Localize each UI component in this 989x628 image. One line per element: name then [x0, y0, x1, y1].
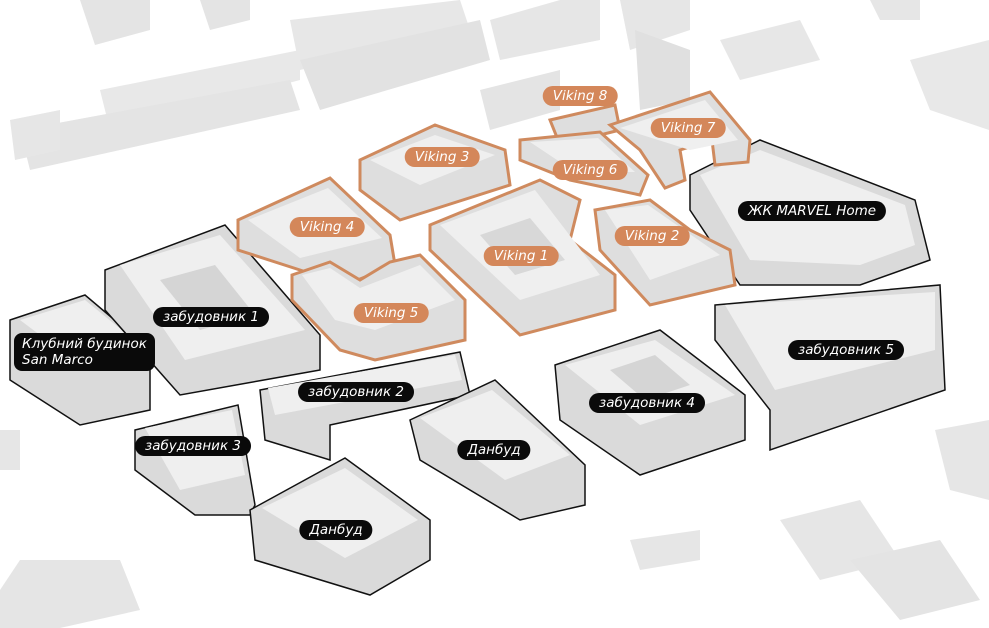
- label-viking-3[interactable]: Viking 3: [404, 147, 480, 167]
- label-viking-4[interactable]: Viking 4: [289, 217, 365, 237]
- label-developer-3[interactable]: забудовник 3: [135, 436, 251, 456]
- label-club-san-marco[interactable]: Клубний будинок San Marco: [14, 333, 155, 371]
- context-building: [720, 20, 820, 80]
- label-developer-4[interactable]: забудовник 4: [589, 393, 705, 413]
- context-building: [0, 560, 140, 628]
- context-building: [10, 110, 60, 160]
- label-developer-1[interactable]: забудовник 1: [153, 307, 269, 327]
- label-danbud-a[interactable]: Данбуд: [457, 440, 531, 460]
- label-developer-2[interactable]: забудовник 2: [298, 382, 414, 402]
- context-building: [20, 80, 300, 170]
- context-building: [635, 30, 690, 110]
- label-viking-5[interactable]: Viking 5: [353, 303, 429, 323]
- context-building: [480, 70, 560, 130]
- label-viking-7[interactable]: Viking 7: [650, 118, 726, 138]
- label-marvel-home[interactable]: ЖК MARVEL Home: [737, 201, 887, 221]
- context-building: [910, 40, 989, 130]
- context-building: [870, 0, 920, 20]
- label-viking-6[interactable]: Viking 6: [552, 160, 628, 180]
- building-top: [420, 390, 570, 480]
- context-building: [935, 420, 989, 500]
- label-viking-8[interactable]: Viking 8: [542, 86, 618, 106]
- context-building: [200, 0, 250, 30]
- context-building: [490, 0, 600, 60]
- building-courtyard: [610, 355, 690, 400]
- label-viking-2[interactable]: Viking 2: [614, 226, 690, 246]
- context-building: [80, 0, 150, 45]
- context-building: [850, 540, 980, 620]
- context-building: [300, 20, 490, 110]
- label-danbud-b[interactable]: Данбуд: [299, 520, 373, 540]
- label-developer-5[interactable]: забудовник 5: [788, 340, 904, 360]
- context-building: [0, 430, 20, 470]
- context-building: [630, 530, 700, 570]
- label-viking-1[interactable]: Viking 1: [483, 246, 559, 266]
- building-top: [262, 468, 418, 558]
